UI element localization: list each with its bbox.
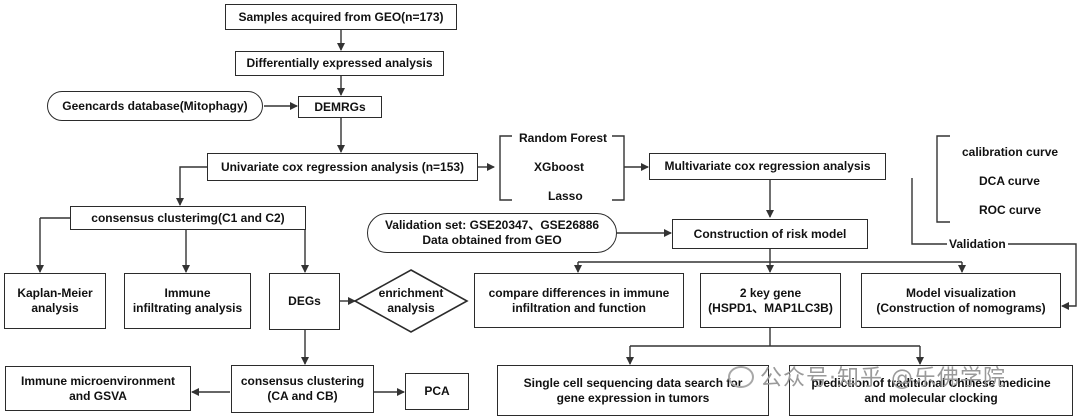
immune-line1: Immune [164, 286, 211, 300]
modelvis-line1: Model visualization [905, 285, 1016, 300]
consensus2-line2: (CA and CB) [267, 389, 338, 403]
modelvis-line2: (Construction of nomograms) [876, 300, 1046, 315]
consensus1-label: consensus clusterimg(C1 and C2) [91, 210, 285, 225]
samples-box: Samples acquired from GEO(n=173) [225, 4, 457, 30]
singlecell-line2: gene expression in tumors [556, 390, 710, 405]
pca-label: PCA [424, 384, 450, 398]
construction-box: Construction of risk model [672, 219, 868, 249]
samples-label: Samples acquired from GEO(n=173) [238, 9, 444, 24]
methods-right-bracket [612, 135, 625, 201]
xgboost-label: XGboost [534, 160, 584, 174]
validation-label: Validation [947, 237, 1008, 252]
random-forest-label: Random Forest [519, 131, 608, 145]
dca-curve-label: DCA curve [979, 174, 1040, 188]
construction-label: Construction of risk model [693, 226, 847, 241]
pca-box: PCA [405, 373, 469, 410]
validation-bracket [936, 135, 950, 223]
calibration-curve-label: calibration curve [962, 145, 1059, 159]
model-visualization-box: Model visualization (Construction of nom… [861, 273, 1061, 328]
univariate-box: Univariate cox regression analysis (n=15… [207, 153, 478, 181]
multivariate-label: Multivariate cox regression analysis [664, 159, 871, 173]
validation-set-line1: Validation set: GSE20347、GSE26886 [384, 218, 600, 232]
tcm-line1: prediction of traditional Chinese medici… [811, 375, 1051, 390]
compare-box: compare differences in immune infiltrati… [474, 273, 684, 328]
dea-box: Differentially expressed analysis [235, 51, 444, 76]
tcm-line2: and molecular clocking [864, 390, 998, 405]
consensus1-box: consensus clusterimg(C1 and C2) [70, 206, 306, 230]
immune-env-line1: Immune microenvironment [20, 373, 176, 388]
validation-line [911, 178, 1077, 310]
watermark-text: 公众号·知乎 @乐佛学院 [760, 366, 1006, 391]
compare-line2: infiltration and function [512, 300, 646, 315]
enrichment-line2: analysis [387, 301, 435, 315]
watermark: 公众号·知乎 @乐佛学院 [728, 360, 1006, 392]
singlecell-line1: Single cell sequencing data search for [523, 375, 743, 390]
immune-microenvironment-box: Immune microenvironment and GSVA [5, 366, 191, 411]
roc-curve-label: ROC curve [979, 203, 1042, 217]
immune-infiltrating-box: Immune infiltrating analysis [124, 273, 251, 329]
lasso-label: Lasso [548, 189, 583, 203]
tcm-prediction-box: prediction of traditional Chinese medici… [789, 365, 1073, 416]
keygene-line2: (HSPD1、MAP1LC3B) [708, 300, 833, 315]
km-box: Kaplan-Meier analysis [4, 273, 106, 329]
keygene-line1: 2 key gene [739, 285, 802, 300]
enrichment-label: enrichment analysis [360, 283, 462, 319]
demrgs-label: DEMRGs [314, 99, 366, 114]
single-cell-box: Single cell sequencing data search for g… [497, 365, 769, 416]
immune-line2: infiltrating analysis [132, 301, 243, 315]
multivariate-box: Multivariate cox regression analysis [649, 153, 886, 180]
immune-env-line2: and GSVA [69, 388, 127, 403]
univariate-label: Univariate cox regression analysis (n=15… [220, 159, 465, 174]
consensus2-line1: consensus clustering [240, 374, 365, 388]
km-line2: analysis [31, 301, 79, 315]
key-gene-box: 2 key gene (HSPD1、MAP1LC3B) [700, 273, 841, 328]
enrichment-diamond [353, 269, 469, 333]
genecards-box: Geencards database(Mitophagy) [47, 91, 263, 121]
genecards-label: Geencards database(Mitophagy) [62, 98, 248, 113]
consensus2-box: consensus clustering (CA and CB) [231, 365, 374, 413]
km-line1: Kaplan-Meier [17, 286, 93, 300]
demrgs-box: DEMRGs [298, 96, 382, 118]
enrichment-line1: enrichment [378, 286, 444, 300]
arrow-univariate-to-consensus [176, 166, 208, 206]
validation-set-box: Validation set: GSE20347、GSE26886 Data o… [367, 213, 617, 253]
degs-label: DEGs [288, 294, 321, 308]
compare-line1: compare differences in immune [488, 285, 670, 300]
validation-set-line2: Data obtained from GEO [422, 233, 562, 247]
dea-label: Differentially expressed analysis [246, 56, 433, 70]
methods-left-bracket [499, 135, 512, 201]
degs-box: DEGs [269, 273, 340, 330]
wechat-icon [728, 366, 754, 388]
